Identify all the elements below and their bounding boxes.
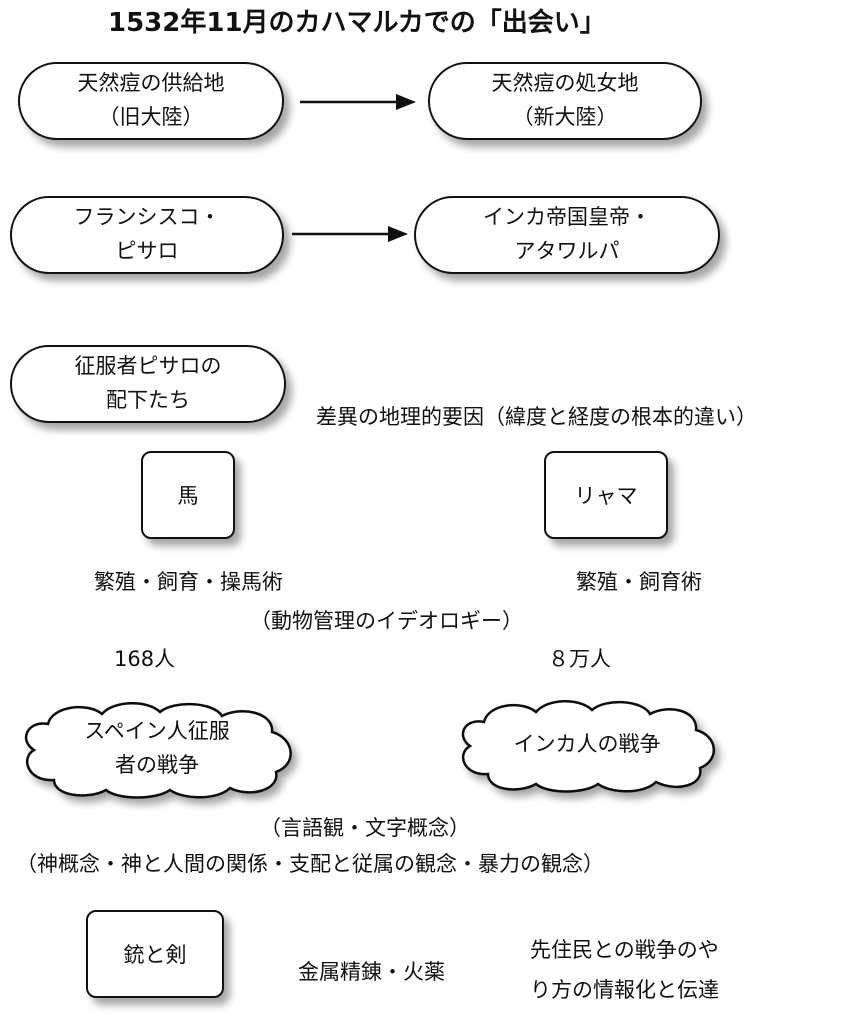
concepts-line-2: （神概念・神と人間の関係・支配と従属の観念・暴力の観念） [16,852,604,876]
node-line: （旧大陸） [98,105,204,129]
cloud-shape [24,702,292,799]
node-line: インカ帝国皇帝・ [483,205,651,230]
node-smallpox-virgin-land: 天然痘の処女地 （新大陸） [428,62,702,140]
count-right: ８万人 [548,647,611,671]
node-smallpox-source: 天然痘の供給地 （旧大陸） [18,62,284,140]
cloud-line: 者の戦争 [115,753,199,777]
cloud-line: インカ人の戦争 [513,732,661,757]
cloud-inca-war: インカ人の戦争 [456,700,718,793]
box-horse: 馬 [141,451,235,539]
box-label: 銃と剣 [123,943,187,967]
concepts-line-1: （言語観・文字概念） [260,816,470,840]
node-line: 征服者ピサロの [74,354,222,379]
node-line: 天然痘の供給地 [77,71,225,96]
node-line: （新大陸） [512,105,618,129]
ideology-label: （動物管理のイデオロギー） [250,609,523,633]
box-llama: リャマ [544,451,668,539]
geo-factor-label: 差異の地理的要因（緯度と経度の根本的違い） [316,405,757,429]
node-line: アタワルパ [514,239,620,263]
info-line-2: り方の情報化と伝達 [530,978,719,1002]
horse-skills: 繁殖・飼育・操馬術 [94,570,283,594]
node-line: ピサロ [115,239,179,263]
node-atahualpa: インカ帝国皇帝・ アタワルパ [414,196,720,274]
cloud-spanish-war: スペイン人征服 者の戦争 [18,702,296,799]
arrow-row1 [300,94,416,110]
cloud-line: スペイン人征服 [84,719,230,744]
info-line-1: 先住民との戦争のや [530,938,719,962]
node-line: 天然痘の処女地 [491,71,639,96]
arrow-row2 [292,226,408,242]
node-line: フランシスコ・ [73,205,221,230]
diagram-title: 1532年11月のカハマルカでの「出会い」 [108,8,606,38]
box-label: 馬 [177,484,199,508]
node-conquerors: 征服者ピサロの 配下たち [10,345,286,423]
box-label: リャマ [574,484,638,508]
box-weapons: 銃と剣 [86,910,224,998]
count-left: 168人 [114,647,176,671]
node-pizarro: フランシスコ・ ピサロ [10,196,284,274]
metal-label: 金属精錬・火薬 [298,960,445,984]
llama-skills: 繁殖・飼育術 [576,570,702,594]
cloud-shape [461,700,716,793]
node-line: 配下たち [106,388,190,412]
